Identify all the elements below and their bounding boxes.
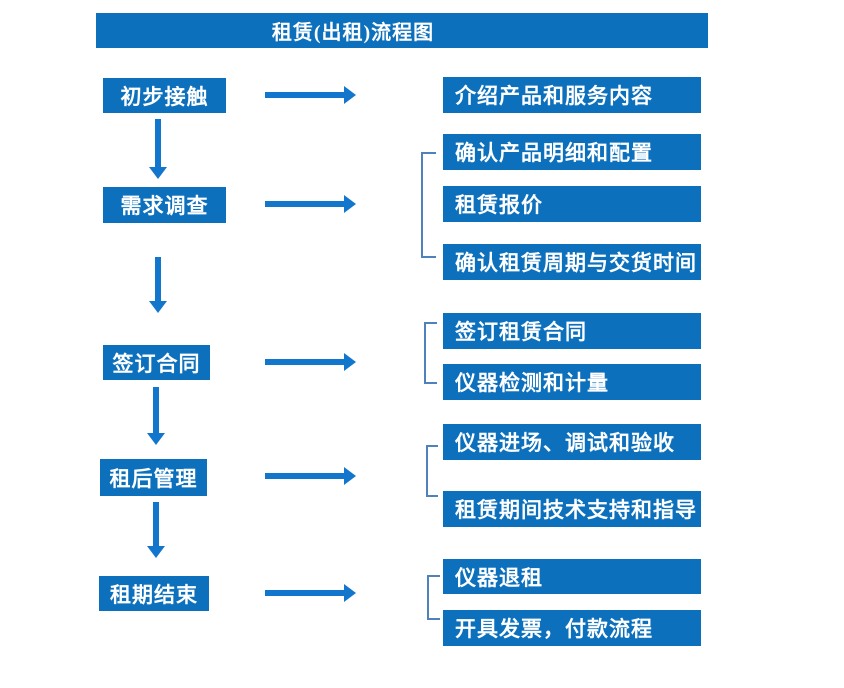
- right-arrow-sign-contract: [265, 359, 344, 365]
- down-arrow-2: [155, 257, 161, 301]
- down-arrow-4: [153, 502, 159, 546]
- step-box-sign-contract: 签订合同: [103, 345, 210, 380]
- detail-box-lease-quote: 租赁报价: [443, 186, 701, 222]
- step-box-lease-end: 租期结束: [99, 576, 209, 611]
- detail-box-confirm-product-details-config: 确认产品明细和配置: [443, 134, 701, 170]
- flowchart-title-bar: 租赁(出租)流程图: [96, 13, 708, 48]
- detail-box-instrument-testing-metering: 仪器检测和计量: [443, 364, 701, 400]
- group-bracket-demand-survey: [421, 152, 436, 258]
- detail-box-introduce-products-services: 介绍产品和服务内容: [443, 77, 701, 113]
- step-box-demand-survey: 需求调查: [103, 187, 226, 223]
- down-arrow-3: [153, 387, 159, 433]
- group-bracket-post-lease-management: [426, 445, 438, 497]
- detail-box-instrument-return: 仪器退租: [443, 559, 701, 594]
- right-arrow-lease-end: [265, 590, 344, 596]
- group-bracket-sign-contract: [424, 322, 437, 384]
- right-arrow-initial-contact: [265, 92, 344, 98]
- detail-box-tech-support-guidance: 租赁期间技术支持和指导: [443, 491, 701, 527]
- detail-box-sign-lease-contract: 签订租赁合同: [443, 313, 701, 349]
- group-bracket-lease-end: [427, 575, 440, 620]
- step-box-initial-contact: 初步接触: [103, 78, 226, 113]
- right-arrow-post-lease-management: [265, 473, 344, 479]
- detail-box-invoice-payment-process: 开具发票，付款流程: [443, 610, 701, 646]
- right-arrow-demand-survey: [265, 201, 344, 207]
- detail-box-confirm-lease-period-delivery: 确认租赁周期与交货时间: [443, 244, 701, 280]
- flowchart-title: 租赁(出租)流程图: [271, 22, 435, 44]
- detail-box-instrument-entry-commissioning: 仪器进场、调试和验收: [443, 424, 701, 460]
- down-arrow-1: [155, 119, 161, 167]
- step-box-post-lease-management: 租后管理: [100, 459, 207, 496]
